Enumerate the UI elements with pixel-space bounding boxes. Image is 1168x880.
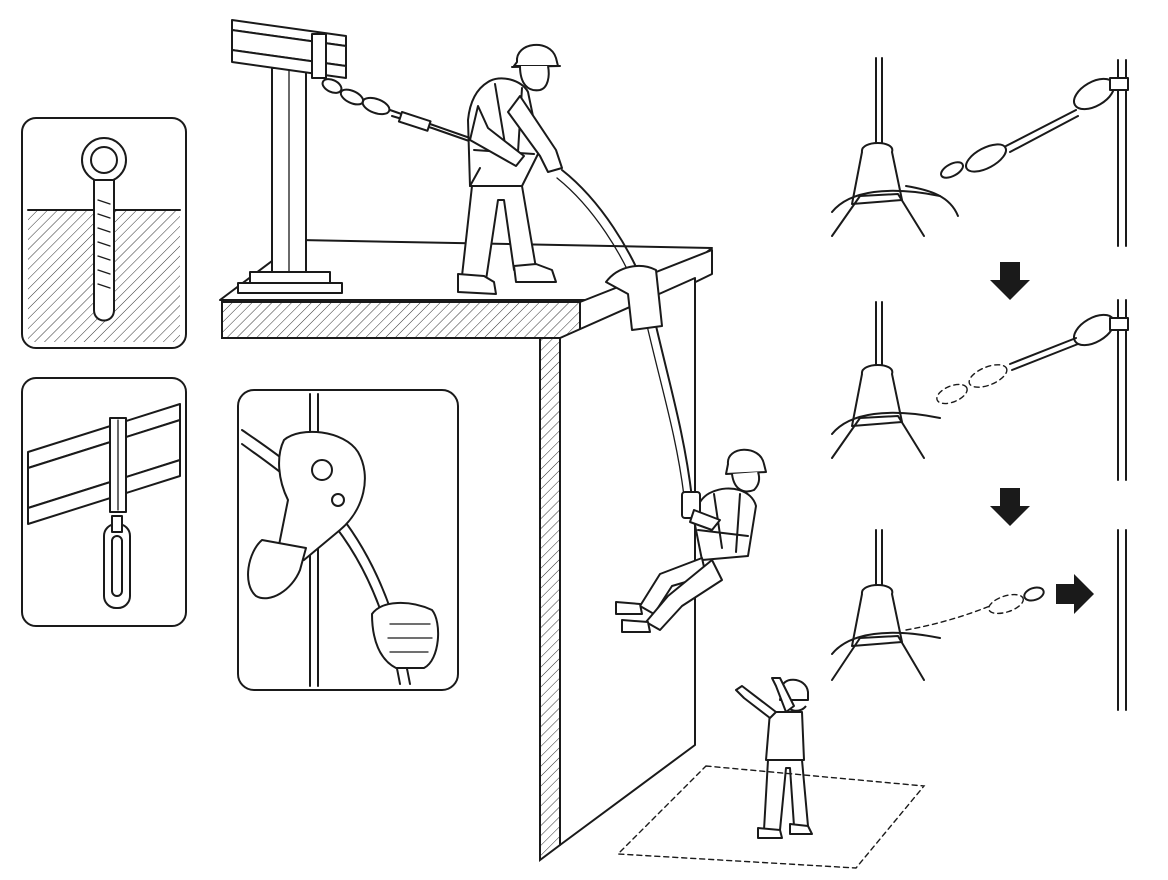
roof-anchor-chain	[321, 78, 473, 143]
arrow-down-icon	[990, 262, 1030, 300]
eye-bolt-anchor-icon	[21, 117, 187, 349]
wall-face	[559, 277, 696, 846]
edge-protector	[605, 265, 663, 331]
roof-worker	[457, 43, 563, 295]
exclusion-zone	[616, 765, 926, 869]
ground-worker	[735, 677, 813, 839]
lanyard-released-icon	[831, 529, 1127, 711]
lanyard-transfer-icon	[831, 299, 1129, 481]
anchor-post	[231, 19, 347, 294]
wall-front-edge	[539, 337, 561, 862]
descender-device-closeup-icon	[237, 389, 459, 691]
arrow-right-icon	[1056, 574, 1094, 614]
descending-worker	[615, 448, 767, 633]
arrow-down-icon	[990, 488, 1030, 526]
lanyard-connected-icon	[831, 57, 1129, 247]
beam-sling-anchor-icon	[21, 377, 187, 627]
roof-slab-edge	[221, 301, 581, 339]
